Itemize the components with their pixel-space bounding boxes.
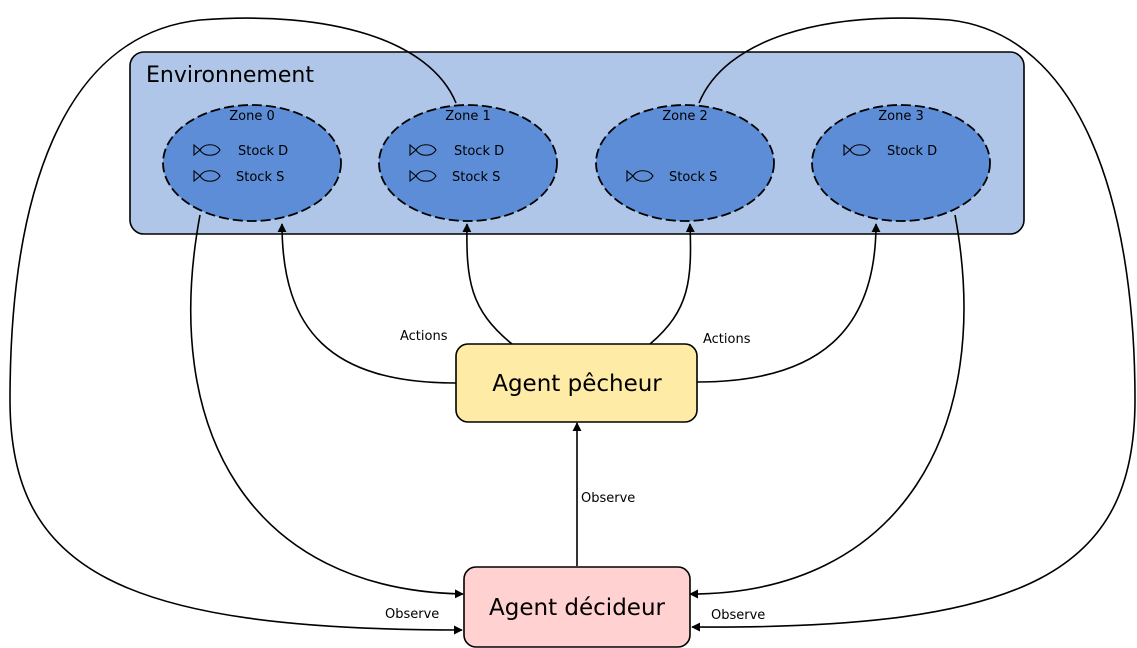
agent-decider-label: Agent décideur (489, 595, 666, 621)
edge-label-observe-left: Observe (385, 607, 439, 622)
edge-observe-zone-1 (9, 17, 463, 635)
fish-icon (409, 143, 437, 157)
zone-0: Zone 0 Stock D Stock S (162, 104, 342, 222)
zone-1: Zone 1 Stock D Stock S (378, 104, 558, 222)
zone-0-title: Zone 0 (229, 109, 275, 124)
edge-label-actions-right: Actions (703, 332, 751, 347)
agent-fisher-node: Agent pêcheur (455, 343, 698, 423)
agent-fisher-label: Agent pêcheur (492, 371, 662, 397)
zone-2: Zone 2 Stock S (595, 104, 775, 222)
fish-icon (193, 169, 221, 183)
environment-title: Environnement (146, 63, 314, 88)
edge-action-zone-3 (696, 223, 881, 383)
edge-observe-zone-0 (189, 214, 464, 599)
zone-1-stock-0: Stock D (454, 144, 504, 159)
edge-label-observe-right: Observe (711, 608, 765, 623)
zone-1-title: Zone 1 (445, 109, 491, 124)
edge-label-actions-left: Actions (400, 329, 448, 344)
zone-3: Zone 3 Stock D (811, 104, 991, 222)
fish-icon (843, 143, 871, 157)
edge-observe-zone-3 (689, 214, 965, 599)
edge-action-zone-0 (277, 223, 457, 384)
zone-3-stock-0: Stock D (887, 144, 937, 159)
fish-icon (626, 169, 654, 183)
edge-observe-zone-2 (691, 17, 1136, 632)
edge-action-zone-1 (462, 223, 513, 345)
fish-icon (193, 143, 221, 157)
edge-action-zone-2 (649, 223, 695, 345)
zone-0-stock-1: Stock S (236, 170, 284, 185)
agent-decider-node: Agent décideur (463, 566, 691, 648)
environment-box: Environnement (129, 51, 1025, 235)
zone-2-title: Zone 2 (662, 109, 708, 124)
zone-3-title: Zone 3 (878, 109, 924, 124)
edge-label-observe-center: Observe (581, 491, 635, 506)
zone-1-stock-1: Stock S (452, 170, 500, 185)
zone-2-stock-0: Stock S (669, 170, 717, 185)
zone-0-stock-0: Stock D (238, 144, 288, 159)
fish-icon (409, 169, 437, 183)
